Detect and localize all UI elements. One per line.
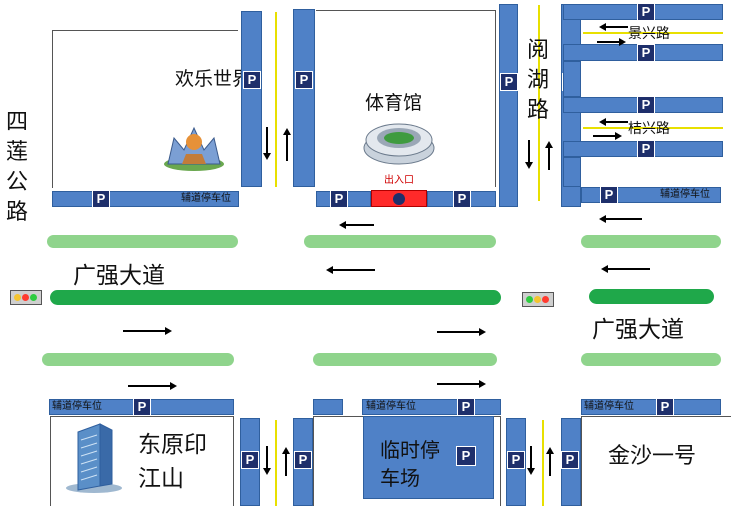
jinsha-block: [581, 416, 731, 506]
parking-icon: P: [456, 446, 476, 466]
traffic-light-icon: [10, 290, 42, 305]
temp-parking-label: 临时停车场: [380, 438, 440, 490]
jiexing-road-label: 桔兴路: [628, 121, 670, 137]
arrow-down-icon: [527, 446, 535, 475]
castle-icon: [162, 120, 226, 176]
yuehu-road-label: 阅湖路: [527, 38, 550, 123]
dongyuan-label: 东原印江山: [138, 432, 207, 492]
parking-icon: P: [637, 140, 655, 158]
aux-parking-strip-bottom-right: [581, 399, 721, 415]
bottom-right-road-center-line: [542, 420, 544, 506]
arrow-right-icon: [597, 38, 626, 46]
arrow-right-icon: [123, 327, 172, 335]
parking-icon: P: [561, 451, 579, 469]
arrow-down-icon: [263, 127, 271, 160]
gym-label: 体育馆: [365, 92, 423, 114]
green-belt-south-right: [581, 353, 721, 366]
gym-block: [316, 10, 496, 187]
parking-icon: P: [133, 398, 151, 416]
parking-icon: P: [92, 190, 110, 208]
parking-icon: P: [453, 190, 471, 208]
aux-parking-label: 辅道停车位: [366, 401, 416, 412]
yuehu-road-center-line: [538, 5, 540, 201]
huanle-world-label: 欢乐世界: [175, 68, 252, 90]
green-belt-south-middle: [313, 353, 497, 366]
parking-icon: P: [637, 44, 655, 62]
jingxing-center-line: [583, 32, 723, 34]
small-strip-bottom-middle: [313, 399, 343, 415]
parking-icon: P: [295, 71, 313, 89]
aux-parking-label: 辅道停车位: [584, 401, 634, 412]
gym-entrance-label: 出入口: [384, 175, 414, 186]
huanle-world-block: [52, 30, 238, 188]
guangqiang-avenue-label-left: 广强大道: [73, 263, 165, 289]
aux-parking-label: 辅道停车位: [660, 189, 710, 200]
parking-icon: P: [457, 398, 475, 416]
traffic-light-icon: [522, 292, 554, 307]
green-belt-north-right: [581, 235, 721, 248]
parking-icon: P: [241, 451, 259, 469]
green-belt-north-middle: [304, 235, 496, 248]
green-belt-south-left: [42, 353, 234, 366]
silian-road-label: 四莲公路: [6, 110, 29, 225]
arrow-right-icon: [437, 328, 486, 336]
building-icon: [64, 420, 124, 498]
arrow-right-icon: [437, 380, 486, 388]
parking-icon: P: [656, 398, 674, 416]
parking-icon: P: [294, 451, 312, 469]
yuehu-road-west-lane: [499, 4, 518, 207]
arrow-down-icon: [525, 140, 533, 169]
parking-icon: P: [500, 73, 518, 91]
parking-icon: P: [243, 71, 261, 89]
median-green-belt-left: [50, 290, 501, 305]
left-road-east-lane: [293, 9, 315, 187]
arrow-left-icon: [599, 215, 642, 223]
arrow-left-icon: [601, 265, 650, 273]
parking-icon: P: [600, 186, 618, 204]
gym-entrance-marker: [371, 190, 427, 207]
arrow-right-icon: [128, 382, 177, 390]
parking-icon: P: [637, 96, 655, 114]
stadium-icon: [362, 112, 436, 170]
left-road-center-line: [275, 12, 277, 187]
parking-icon: P: [330, 190, 348, 208]
arrow-down-icon: [263, 446, 271, 475]
arrow-up-icon: [546, 447, 554, 476]
aux-parking-label: 辅道停车位: [52, 401, 102, 412]
parking-icon: P: [637, 3, 655, 21]
arrow-up-icon: [545, 141, 553, 170]
arrow-right-icon: [593, 132, 622, 140]
bottom-left-road-center-line: [275, 420, 277, 506]
arrow-up-icon: [283, 128, 291, 161]
arrow-left-icon: [339, 221, 374, 229]
jiexing-center-line: [583, 127, 723, 129]
jingxing-road-label: 景兴路: [628, 26, 670, 42]
median-green-belt-right: [589, 289, 714, 304]
parking-icon: P: [507, 451, 525, 469]
jingxing-east-block-edge: [563, 61, 581, 97]
jinsha-label: 金沙一号: [608, 444, 697, 469]
guangqiang-avenue-label-right: 广强大道: [592, 317, 684, 343]
aux-parking-label: 辅道停车位: [181, 193, 231, 204]
arrow-up-icon: [282, 447, 290, 476]
jiexing-east-edge: [563, 157, 581, 187]
arrow-left-icon: [599, 23, 628, 31]
green-belt-north-left: [47, 235, 238, 248]
arrow-left-icon: [326, 266, 375, 274]
arrow-left-icon: [599, 118, 628, 126]
left-road-west-lane: [241, 11, 262, 187]
